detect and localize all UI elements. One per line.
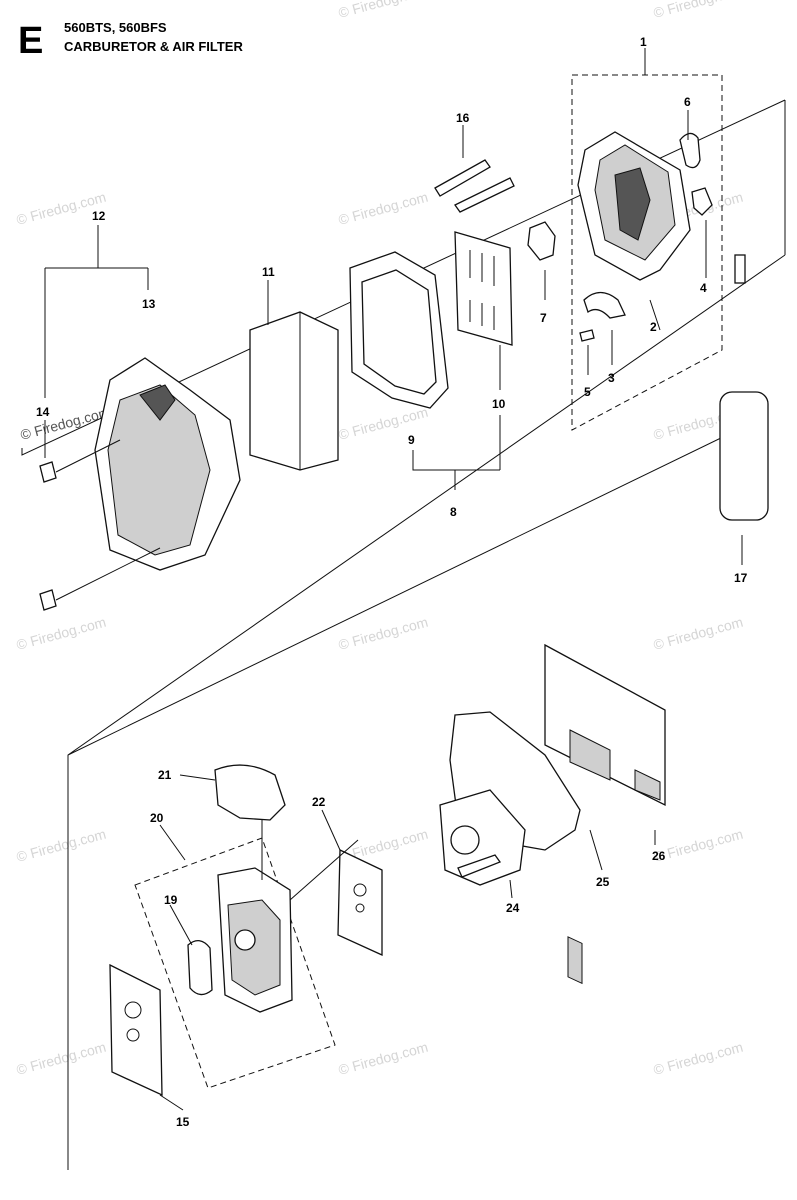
watermark: © Firedog.com (15, 1039, 108, 1078)
intake-block (439, 789, 526, 886)
screw-5 (579, 329, 595, 342)
callout-22: 22 (312, 795, 326, 809)
watermark: © Firedog.com (652, 614, 745, 653)
callout-16: 16 (456, 111, 470, 125)
callout-5: 5 (584, 385, 591, 399)
callout-9: 9 (408, 433, 415, 447)
callout-15: 15 (176, 1115, 190, 1129)
watermark: © Firedog.com (337, 614, 430, 653)
clip-4 (691, 187, 713, 216)
carburetor (217, 867, 293, 1013)
callout-3: 3 (608, 371, 615, 385)
callout-1: 1 (640, 35, 647, 49)
heat-shield-26 (544, 643, 666, 985)
callout-26: 26 (652, 849, 666, 863)
prefilter-11 (249, 311, 339, 471)
watermark: © Firedog.com (337, 1039, 430, 1078)
knob-14 (39, 589, 57, 611)
group-box-1 (571, 74, 723, 431)
watermark: © Firedog.com (337, 189, 430, 228)
bolt-24 (457, 854, 502, 878)
callout-7: 7 (540, 311, 547, 325)
callout-25: 25 (596, 875, 610, 889)
gasket-22 (337, 848, 383, 957)
watermark: © Firedog.com (337, 0, 430, 21)
callout-6: 6 (684, 95, 691, 109)
assembly-outline (21, 99, 786, 1170)
callout-12: 12 (92, 209, 106, 223)
callout-numbers: 1 2 3 4 5 6 7 8 9 10 11 12 13 14 15 16 1… (36, 35, 748, 1129)
knob-14 (39, 461, 57, 483)
bracket-7 (527, 221, 556, 261)
callout-19: 19 (164, 893, 178, 907)
callout-11: 11 (262, 265, 275, 279)
watermark: © Firedog.com (652, 1039, 745, 1078)
callout-14: 14 (36, 405, 50, 419)
air-filter-cover-13 (94, 357, 241, 571)
callout-17: 17 (734, 571, 748, 585)
section-letter: E (18, 20, 44, 62)
callout-4: 4 (700, 281, 707, 295)
filter-element-9 (349, 251, 449, 409)
callout-13: 13 (142, 297, 156, 311)
callout-8: 8 (450, 505, 457, 519)
decal-tag (734, 254, 746, 284)
callout-21: 21 (158, 768, 172, 782)
diagram-title: CARBURETOR & AIR FILTER (64, 39, 243, 54)
callout-20: 20 (150, 811, 164, 825)
callout-10: 10 (492, 397, 506, 411)
watermark: © Firedog.com (652, 0, 745, 21)
seal-ring (679, 132, 701, 169)
bolt-16 (454, 177, 515, 213)
watermark: © Firedog.com (15, 826, 108, 865)
callout-24: 24 (506, 901, 520, 915)
watermark: © Firedog.com (15, 614, 108, 653)
decal-17 (719, 391, 769, 521)
watermark: © Firedog.com (652, 826, 745, 865)
group-box-20 (134, 837, 336, 1089)
gasket-19 (187, 940, 213, 996)
callout-2: 2 (650, 320, 657, 334)
cap-21 (214, 764, 286, 821)
filter-base (577, 131, 691, 281)
bolt-16 (434, 159, 491, 197)
watermark: © Firedog.com (337, 404, 430, 443)
model-numbers: 560BTS, 560BFS (64, 20, 167, 35)
bracket-3 (583, 291, 626, 319)
plate-10 (454, 231, 513, 346)
